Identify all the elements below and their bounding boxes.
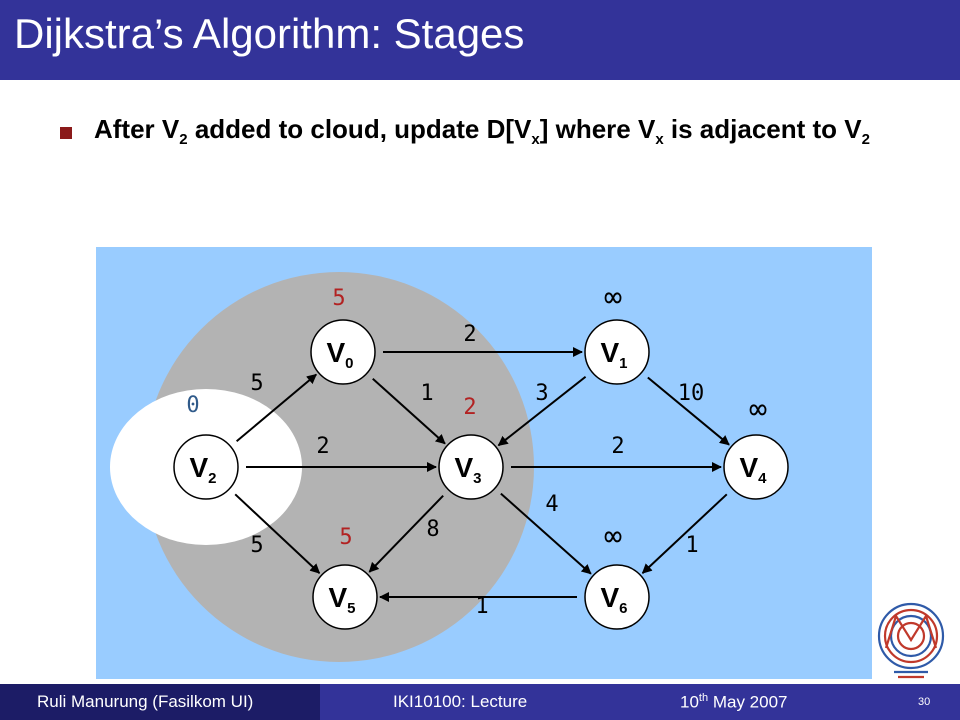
edge-weight-v3-v5: 8 [426,517,439,542]
node-v0 [310,319,376,385]
distance-label-v0: 5 [332,286,345,311]
edge-v2-v0 [235,373,317,443]
edge-weight-v4-v6: 1 [685,533,698,558]
node-label-v0: V0 [326,337,353,372]
edge-weight-v2-v5: 5 [250,533,263,558]
footer-date-rest: May 2007 [708,692,788,712]
bullet-subscript: 2 [861,131,870,149]
node-label-v2: V2 [189,452,216,487]
footer-author: Ruli Manurung (Fasilkom UI) [37,692,254,711]
bullet-text: After V2 added to cloud, update D[Vx] wh… [94,112,930,157]
node-v2 [173,434,239,500]
edge-v1-v4 [647,376,730,446]
bullet-subscript: 2 [179,131,188,149]
node-v5 [312,564,378,630]
page-number: 30 [918,696,931,708]
edge-v0-v3 [372,377,446,445]
distance-label-v5: 5 [339,525,352,550]
edge-v4-v6 [641,493,728,574]
edge-weight-v1-v3: 3 [535,381,548,406]
edge-weight-v2-v3: 2 [316,434,329,459]
bullet-text-part: is adjacent to V [663,114,862,144]
node-v4 [723,434,789,500]
edge-weight-v3-v4: 2 [611,434,624,459]
node-label-v5: V5 [328,582,355,617]
node-v1 [584,319,650,385]
footer-date-day: 10 [680,692,699,712]
university-logo-icon [877,602,945,679]
edges-group: 2 1 3 10 5 2 5 2 4 8 1 1 [234,322,730,619]
edge-v3-v5 [368,495,444,573]
edge-weight-v0-v3: 1 [420,381,433,406]
edge-v3-v6 [500,492,592,575]
distance-label-v1: ∞ [604,280,622,315]
footer: Ruli Manurung (Fasilkom UI) IKI10100: Le… [0,684,960,720]
bullet-text-part: added to cloud, update D[V [187,114,532,144]
distance-label-v4: ∞ [749,392,767,427]
footer-date-sup: th [698,692,709,704]
edge-weight-v6-v5: 1 [475,594,488,619]
node-v6 [584,564,650,630]
node-v3 [438,434,504,500]
edge-weight-v0-v1: 2 [463,322,476,347]
bullet-subscript: x [655,131,664,149]
footer-date: 10th May 2007 [680,692,788,713]
edge-weight-v3-v6: 4 [545,492,558,517]
node-label-v1: V1 [600,337,627,372]
distance-label-v2: 0 [186,393,199,418]
distance-label-v3: 2 [463,395,476,420]
bullet-point: After V2 added to cloud, update D[Vx] wh… [60,112,930,157]
node-label-v6: V6 [600,582,627,617]
footer-course: IKI10100: Lecture [393,692,528,711]
bullet-text-part: ] where V [539,114,656,144]
bullet-square-icon [60,127,72,139]
node-label-v4: V4 [739,452,767,487]
edge-v2-v5 [234,493,321,574]
slide-title: Dijkstra’s Algorithm: Stages [14,10,525,57]
edge-v1-v3 [497,375,587,447]
node-label-v3: V3 [454,452,481,487]
edge-weight-v2-v0: 5 [250,371,263,396]
edge-weight-v1-v4: 10 [678,381,705,406]
footer-left-block [0,684,320,720]
distance-label-v6: ∞ [604,519,622,554]
bullet-subscript: x [531,131,540,149]
title-bar: Dijkstra’s Algorithm: Stages [0,0,960,80]
bullet-text-part: After V [94,114,180,144]
